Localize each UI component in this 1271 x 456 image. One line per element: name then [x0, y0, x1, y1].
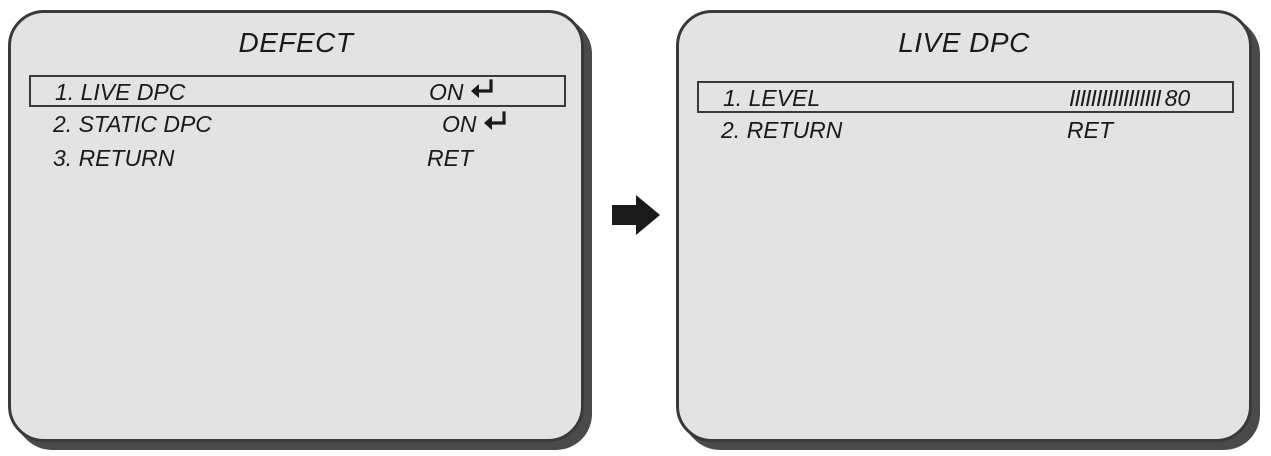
menu-title: DEFECT [238, 27, 354, 58]
menu-item-value: RET [1067, 116, 1113, 144]
value-text: RET [427, 145, 473, 171]
menu-item-live-dpc[interactable]: 1. LIVE DPC ON [29, 75, 566, 107]
menu-item-value: ON [429, 78, 496, 106]
menu-item-label: 3. RETURN [53, 145, 175, 171]
defect-menu-screen: DEFECT 1. LIVE DPC ON 2. STATIC DPC ON [8, 10, 584, 442]
live-dpc-menu-screen: LIVE DPC 1. LEVEL IIIIIIIIIIIIIIIII 80 2… [676, 10, 1252, 442]
value-text: RET [1067, 117, 1113, 143]
menu-item-label: 2. STATIC DPC [53, 111, 212, 137]
value-text: ON [442, 111, 477, 137]
right-arrow-icon [610, 193, 662, 237]
menu-item-label: 1. LEVEL [723, 85, 821, 111]
menu-title: LIVE DPC [898, 27, 1030, 58]
menu-item-value[interactable]: IIIIIIIIIIIIIIIII 80 [1069, 84, 1190, 112]
menu-item-return[interactable]: 3. RETURN RET [29, 143, 566, 175]
enter-icon [481, 111, 509, 133]
value-text: ON [429, 79, 464, 105]
level-value: 80 [1164, 85, 1191, 111]
menu-item-static-dpc[interactable]: 2. STATIC DPC ON [29, 109, 566, 141]
menu-item-value: ON [442, 110, 509, 138]
enter-icon [468, 79, 496, 101]
menu-item-label: 2. RETURN [721, 117, 843, 143]
menu-item-value: RET [427, 144, 473, 172]
level-bar[interactable]: IIIIIIIIIIIIIIIII [1069, 85, 1162, 111]
menu-item-level[interactable]: 1. LEVEL IIIIIIIIIIIIIIIII 80 [697, 81, 1234, 113]
menu-item-return[interactable]: 2. RETURN RET [697, 115, 1234, 147]
menu-item-label: 1. LIVE DPC [55, 79, 186, 105]
